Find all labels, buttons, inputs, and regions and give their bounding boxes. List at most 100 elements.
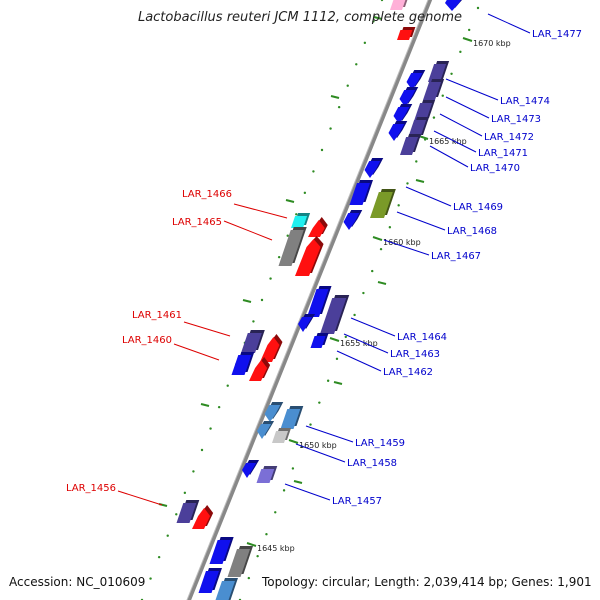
gene-feature-lar-1459	[215, 578, 238, 600]
left-dotted-guide-dot	[209, 427, 212, 430]
left-dotted-guide-dot	[337, 105, 341, 109]
right-dotted-guide-dot	[309, 423, 312, 426]
gene-feature-lar-1457	[256, 466, 278, 483]
right-dotted-guide-dot	[274, 511, 277, 514]
gene-feature-lar-1469	[242, 460, 260, 478]
right-minor-tick	[293, 480, 303, 484]
gene-label: LAR_1456	[66, 483, 116, 494]
scale-tick	[329, 337, 340, 342]
gene-feature-lar-1469-face	[198, 571, 219, 593]
left-minor-tick	[285, 199, 295, 203]
gene-feature-lar-1465	[278, 227, 307, 266]
top-feature-red	[397, 27, 416, 40]
right-dotted-guide-dot	[344, 335, 347, 339]
gene-feature-lar-1477-face	[445, 0, 461, 11]
scale-tick	[372, 236, 383, 241]
gene-label: LAR_1463	[390, 349, 440, 360]
gene-feature-lar-1471	[400, 134, 422, 155]
right-dotted-guide-dot	[353, 313, 356, 317]
gene-label-leader	[117, 490, 163, 506]
gene-label-leader	[295, 443, 346, 463]
gene-label-leader	[233, 203, 288, 219]
left-dotted-guide-dot	[295, 213, 298, 216]
right-dotted-guide-dot	[247, 576, 251, 580]
right-dotted-guide-dot	[388, 226, 392, 229]
gene-feature-lar-1460	[231, 352, 255, 375]
right-dotted-guide-dot	[326, 379, 330, 382]
gene-feature-lar-1469-face	[242, 463, 257, 478]
reverse-arrow-feature-face	[249, 360, 268, 381]
gene-feature-lar-1458	[272, 428, 292, 443]
gene-label: LAR_1460	[122, 335, 172, 346]
right-dotted-guide-dot	[265, 533, 268, 536]
gene-label: LAR_1466	[182, 189, 232, 200]
gene-feature-lar-1459	[280, 406, 304, 429]
top-feature-pink	[390, 0, 408, 10]
gene-feature-lar-1470	[399, 87, 419, 107]
gene-label: LAR_1457	[332, 496, 382, 507]
gene-feature-lar-1470	[388, 121, 408, 141]
gene-feature-lar-1471-face	[400, 137, 419, 155]
gene-label-leader	[439, 113, 483, 137]
gene-feature-lar-1464	[320, 295, 350, 334]
gene-feature-lar-1458-face	[272, 431, 289, 443]
left-dotted-guide-dot	[372, 20, 375, 23]
left-dotted-guide-dot	[157, 555, 161, 559]
scale-label: 1645 kbp	[257, 544, 295, 553]
gene-label-leader	[305, 425, 354, 443]
gene-label: LAR_1477	[532, 29, 582, 40]
gene-feature-lar-1459-face	[280, 409, 301, 429]
left-dotted-guide-dot	[355, 63, 358, 66]
scale-tick	[246, 542, 257, 547]
gene-label-leader	[284, 483, 331, 501]
gene-feature-lar-1467-face	[343, 213, 360, 230]
reverse-arrow-feature-face	[260, 337, 280, 362]
gene-feature-lar-1471	[408, 117, 430, 138]
genome-axis-highlight	[186, 0, 429, 600]
gene-label: LAR_1473	[491, 114, 541, 125]
gene-label: LAR_1462	[383, 367, 433, 378]
left-dotted-guide-dot	[346, 84, 349, 87]
gene-label: LAR_1468	[447, 226, 497, 237]
right-minor-tick	[377, 281, 387, 285]
gene-feature-lar-1459	[257, 421, 275, 439]
gene-feature-lar-1469-face	[393, 107, 410, 124]
reverse-arrow-feature-face	[295, 239, 321, 276]
left-dotted-guide-dot	[166, 534, 169, 537]
right-dotted-guide-dot	[415, 160, 418, 163]
left-dotted-guide-dot	[329, 127, 332, 130]
gene-label: LAR_1458	[347, 458, 397, 469]
right-dotted-guide-dot	[256, 554, 259, 558]
left-minor-tick	[200, 403, 210, 407]
right-dotted-guide-dot	[450, 72, 453, 75]
gene-feature-lar-1457-face	[256, 469, 275, 483]
gene-feature-lar-1466-face	[291, 216, 308, 228]
gene-feature-lar-1468	[370, 189, 396, 218]
left-dotted-guide-dot	[286, 234, 289, 237]
right-dotted-guide-dot	[432, 116, 436, 119]
gene-feature-lar-1469	[364, 158, 384, 178]
gene-feature-lar-1467	[343, 210, 363, 230]
gene-feature-lar-1471-face	[414, 103, 433, 121]
gene-label: LAR_1469	[453, 202, 503, 213]
left-dotted-guide-dot	[217, 405, 221, 409]
left-dotted-guide-dot	[183, 491, 187, 495]
gene-feature-lar-1459	[264, 402, 284, 422]
gene-feature-lar-1456-face	[176, 503, 197, 523]
left-dotted-guide-dot	[175, 513, 178, 516]
left-dotted-guide-dot	[149, 577, 152, 580]
scale-label: 1655 kbp	[340, 339, 378, 348]
gene-feature-lar-1474	[428, 61, 450, 82]
gene-feature-lar-1468-face	[370, 192, 393, 218]
left-dotted-guide	[140, 0, 384, 600]
gene-feature-lar-1465-face	[278, 230, 304, 266]
gene-feature-lar-1459-face	[257, 424, 272, 439]
gene-label-leader	[396, 211, 446, 231]
gene-feature-lar-1469	[209, 537, 234, 564]
gene-feature-lar-1470-face	[388, 124, 405, 141]
reverse-arrow-feature	[308, 217, 328, 237]
right-minor-tick	[415, 179, 425, 183]
reverse-arrow-feature	[192, 505, 214, 529]
gene-label: LAR_1459	[355, 438, 405, 449]
